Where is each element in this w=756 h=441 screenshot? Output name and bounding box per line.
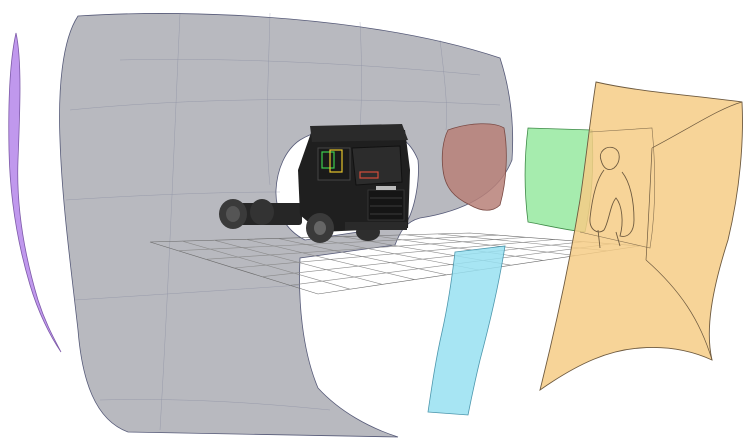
- truck-badge: [376, 186, 396, 190]
- orange-rear-panel: [540, 82, 742, 390]
- truck-windshield: [352, 146, 402, 185]
- truck-roof: [310, 124, 408, 142]
- truck-rear-wheel-2: [250, 199, 274, 225]
- cyan-floor-strip: [428, 246, 505, 415]
- truck-bumper: [345, 222, 407, 230]
- purple-edge-strip: [9, 33, 61, 352]
- truck-grille: [368, 190, 404, 220]
